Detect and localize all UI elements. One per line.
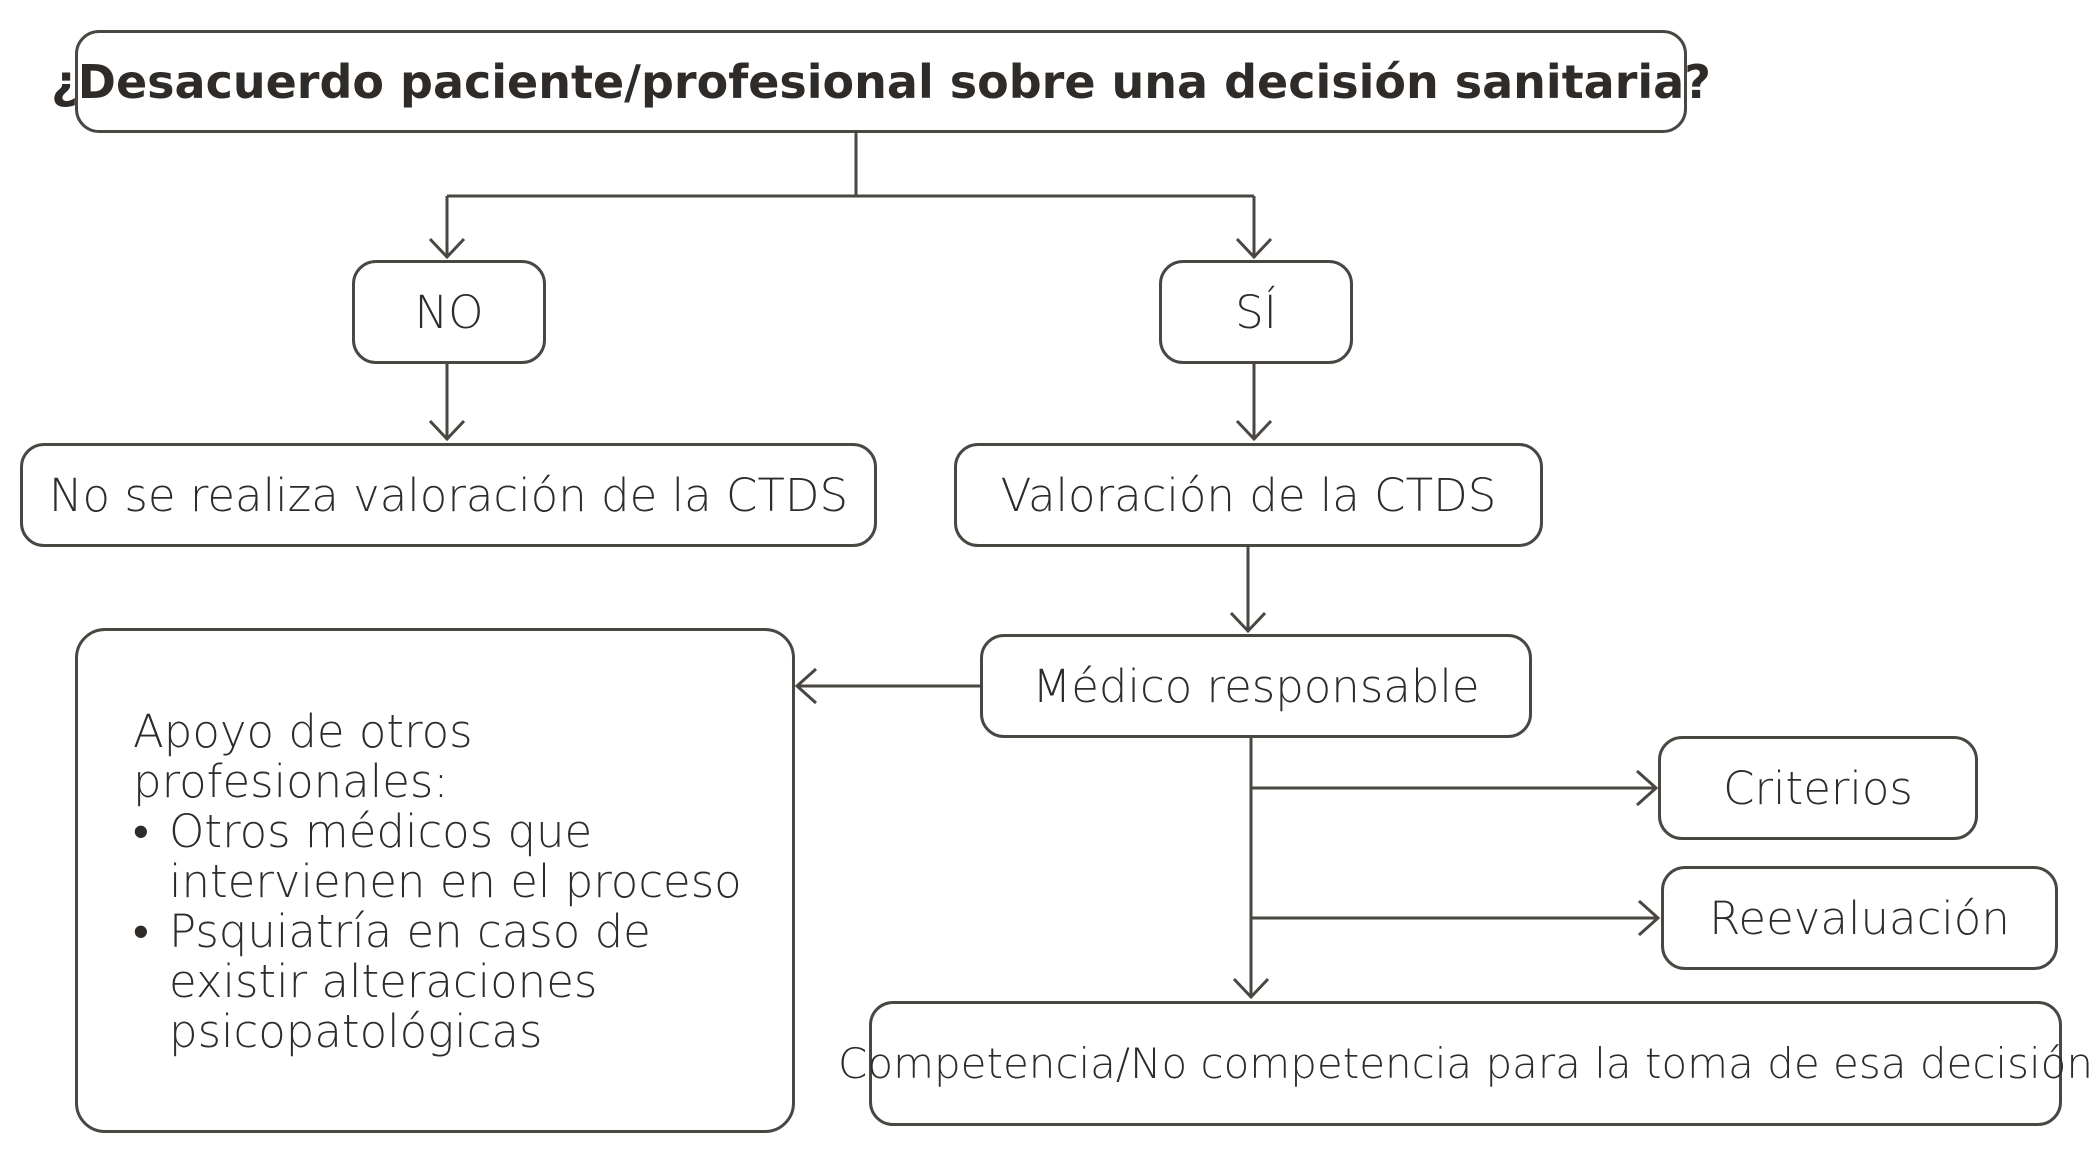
criteria-text: Criterios	[1723, 761, 1913, 815]
arrowhead-no	[428, 237, 466, 260]
reevaluation-box: Reevaluación	[1661, 866, 2058, 970]
question-text: ¿Desacuerdo paciente/profesional sobre u…	[51, 54, 1711, 109]
yes-label: SÍ	[1235, 285, 1277, 339]
yes-outcome-text: Valoración de la CTDS	[1000, 468, 1497, 522]
support-item-text: Otros médicos que intervienen en el proc…	[169, 805, 742, 908]
reevaluation-text: Reevaluación	[1709, 891, 2010, 945]
support-item-text: Psquiatría en caso de existir alteracion…	[169, 905, 651, 1058]
arrowhead-support	[794, 667, 818, 705]
arrowhead-competence	[1232, 977, 1270, 1000]
arrowhead-yes	[1235, 237, 1273, 260]
support-box: Apoyo de otros profesionales: • Otros mé…	[75, 628, 795, 1133]
support-list-item: • Otros médicos que intervienen en el pr…	[133, 807, 762, 907]
yes-outcome-box: Valoración de la CTDS	[954, 443, 1543, 547]
arrowhead-no-outcome	[428, 419, 466, 442]
yes-box: SÍ	[1159, 260, 1353, 364]
no-outcome-text: No se realiza valoración de la CTDS	[48, 468, 849, 522]
question-box: ¿Desacuerdo paciente/profesional sobre u…	[51, 30, 1711, 133]
bullet-icon: •	[133, 905, 149, 958]
no-outcome-box: No se realiza valoración de la CTDS	[20, 443, 877, 547]
criteria-box: Criterios	[1658, 736, 1978, 840]
no-label: NO	[414, 285, 484, 339]
support-list-item: • Psquiatría en caso de existir alteraci…	[133, 907, 762, 1057]
responsible-text: Médico responsable	[1032, 659, 1480, 713]
competence-text: Competencia/No competencia para la toma …	[838, 1039, 2092, 1088]
arrowhead-criteria	[1635, 769, 1659, 807]
arrowhead-yes-outcome	[1235, 419, 1273, 442]
no-box: NO	[352, 260, 546, 364]
responsible-box: Médico responsable	[980, 634, 1532, 738]
bullet-icon: •	[133, 805, 149, 858]
support-list: • Otros médicos que intervienen en el pr…	[133, 807, 762, 1057]
arrowhead-reevaluation	[1637, 899, 1661, 937]
arrowhead-responsible	[1229, 611, 1267, 634]
support-title: Apoyo de otros profesionales:	[133, 705, 473, 808]
competence-box: Competencia/No competencia para la toma …	[838, 1001, 2092, 1126]
